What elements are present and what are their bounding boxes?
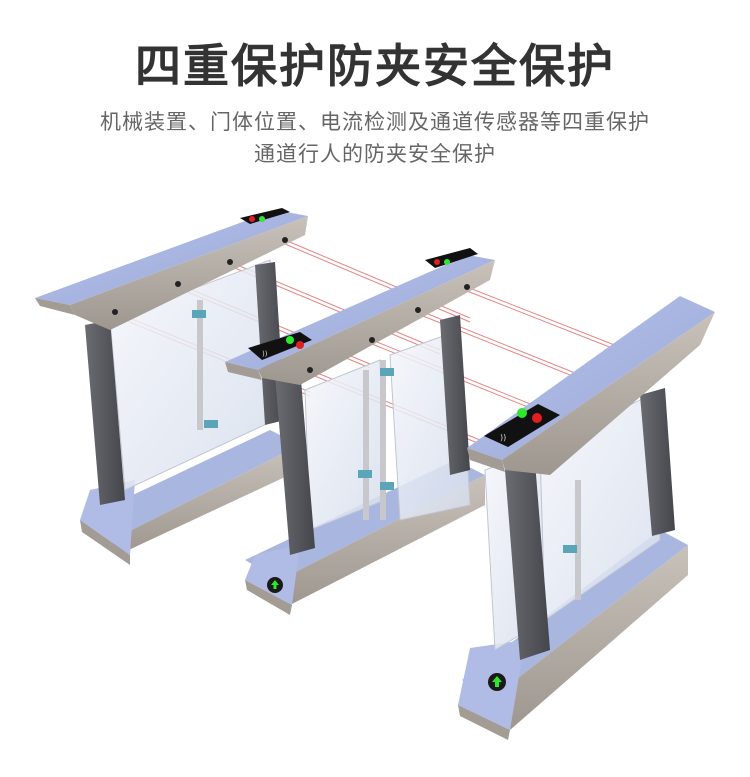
- red-cross-icon: [296, 341, 304, 349]
- right-turnstile-unit: )): [458, 296, 715, 740]
- turnstile-illustration: )): [35, 208, 715, 740]
- page-title: 四重保护防夹安全保护: [135, 39, 615, 93]
- green-arrow-icon: [517, 408, 527, 418]
- page-subtitle: 机械装置、门体位置、电流检测及通道传感器等四重保护 通道行人的防夹安全保护: [0, 106, 750, 170]
- red-cross-icon: [249, 216, 255, 222]
- subtitle-line-2: 通道行人的防夹安全保护: [254, 142, 496, 166]
- middle-unit-display-panel-front: )): [248, 332, 312, 360]
- middle-turnstile-unit: )): [225, 248, 495, 615]
- middle-unit-display-panel-back: [425, 248, 478, 268]
- left-unit-display-panel: [240, 208, 290, 224]
- right-unit-display-panel: )): [484, 404, 560, 447]
- subtitle-line-1: 机械装置、门体位置、电流检测及通道传感器等四重保护: [100, 110, 650, 134]
- green-arrow-icon: [259, 216, 265, 222]
- card-reader-icon: )): [262, 350, 268, 358]
- red-cross-icon: [532, 413, 542, 423]
- left-turnstile-unit: [35, 208, 308, 565]
- red-cross-icon: [434, 259, 440, 265]
- card-reader-icon: )): [500, 433, 506, 442]
- green-arrow-icon: [286, 336, 294, 344]
- green-arrow-icon: [444, 259, 450, 265]
